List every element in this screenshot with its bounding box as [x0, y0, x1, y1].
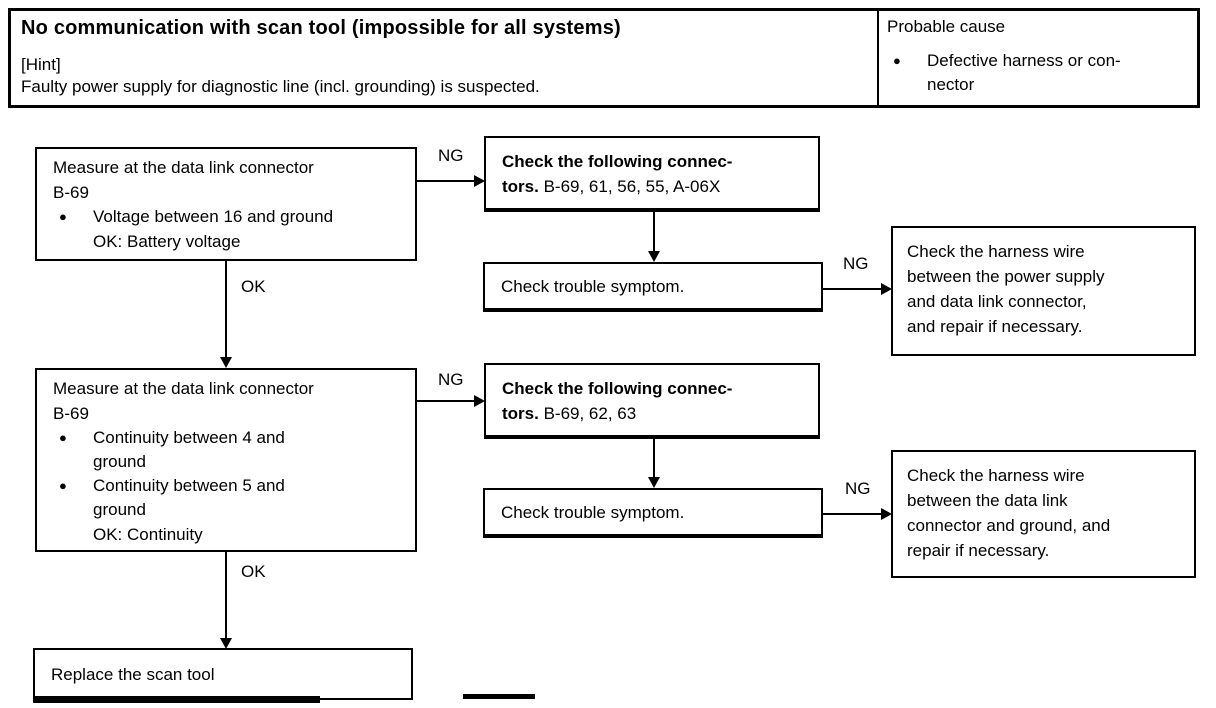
step-text: tors. B-69, 61, 56, 55, A-06X — [502, 177, 721, 196]
ok-label: OK — [241, 562, 266, 581]
step-check-connectors-2-box: Check the following connec- tors. B-69, … — [484, 363, 820, 439]
arrow-ok-2-head — [220, 638, 232, 649]
arrow-down-1-line — [653, 212, 655, 254]
arrow-ng-1-head — [474, 175, 485, 187]
ok-label: OK — [241, 277, 266, 296]
step-check-symptom-1-box: Check trouble symptom. — [483, 262, 823, 312]
step-check-symptom-2-box: Check trouble symptom. — [483, 488, 823, 538]
step-replace-scan-tool-box: Replace the scan tool — [33, 648, 413, 700]
ng-label: NG — [438, 146, 464, 165]
page-title: No communication with scan tool (impossi… — [21, 17, 621, 39]
step-text: Measure at the data link connector — [53, 379, 314, 398]
step-text: Check trouble symptom. — [501, 276, 685, 296]
step-text: tors. B-69, 62, 63 — [502, 404, 637, 423]
ng-label: NG — [438, 370, 464, 389]
step-text-bold: Check the following connec- — [502, 379, 733, 398]
header-table: No communication with scan tool (impossi… — [8, 8, 1200, 108]
arrow-down-2-line — [653, 439, 655, 481]
arrow-down-2-head — [648, 477, 660, 488]
probable-cause-item: ● Defective harness or con- nector — [887, 49, 1193, 97]
header-problem-cell: No communication with scan tool (impossi… — [11, 11, 879, 105]
arrow-ok-1-head — [220, 357, 232, 368]
ng-label: NG — [843, 254, 869, 273]
bullet-icon: ● — [59, 430, 67, 445]
hint-label: [Hint] — [21, 55, 61, 74]
bullet-text: Continuity between 4 and ground — [93, 428, 285, 471]
step-measure-voltage-box: Measure at the data link connector B-69 … — [35, 147, 417, 261]
arrow-ng-2-line — [823, 288, 886, 290]
arrow-ng-1-line — [417, 180, 479, 182]
probable-cause-label: Probable cause — [887, 17, 1006, 36]
arrow-ng-4-line — [823, 513, 886, 515]
step-text-bold: Check the following connec- — [502, 152, 733, 171]
arrow-ok-2-line — [225, 552, 227, 640]
probable-cause-text: Defective harness or con- nector — [927, 51, 1121, 94]
step-harness-power-box: Check the harness wire between the power… — [891, 226, 1196, 356]
ng-label: NG — [845, 479, 871, 498]
step-bullet: ● Voltage between 16 and ground — [53, 205, 409, 229]
arrow-ng-2-head — [881, 283, 892, 295]
step-text: Replace the scan tool — [51, 664, 215, 684]
scan-artifact-bar — [33, 696, 320, 703]
ok-condition: OK: Battery voltage — [93, 232, 241, 251]
step-bullet: ● Continuity between 5 and ground — [53, 474, 409, 522]
step-bullet: ● Continuity between 4 and ground — [53, 426, 409, 474]
bullet-icon: ● — [893, 53, 901, 68]
step-text: Measure at the data link connector — [53, 158, 314, 177]
step-text: Check trouble symptom. — [501, 502, 685, 522]
scan-artifact-bar — [463, 694, 535, 699]
hint-text: Faulty power supply for diagnostic line … — [21, 77, 540, 96]
arrow-ng-3-line — [417, 400, 479, 402]
arrow-ng-4-head — [881, 508, 892, 520]
step-text: B-69 — [53, 183, 89, 202]
ok-condition: OK: Continuity — [93, 525, 203, 544]
bullet-text: Voltage between 16 and ground — [93, 207, 334, 226]
arrow-ng-3-head — [474, 395, 485, 407]
probable-cause-cell: Probable cause ● Defective harness or co… — [879, 11, 1197, 105]
arrow-ok-1-line — [225, 261, 227, 359]
bullet-text: Continuity between 5 and ground — [93, 476, 285, 519]
step-text: B-69 — [53, 404, 89, 423]
arrow-down-1-head — [648, 251, 660, 262]
bullet-icon: ● — [59, 209, 67, 224]
step-harness-ground-box: Check the harness wire between the data … — [891, 450, 1196, 578]
step-measure-continuity-box: Measure at the data link connector B-69 … — [35, 368, 417, 552]
step-check-connectors-1-box: Check the following connec- tors. B-69, … — [484, 136, 820, 212]
bullet-icon: ● — [59, 478, 67, 493]
